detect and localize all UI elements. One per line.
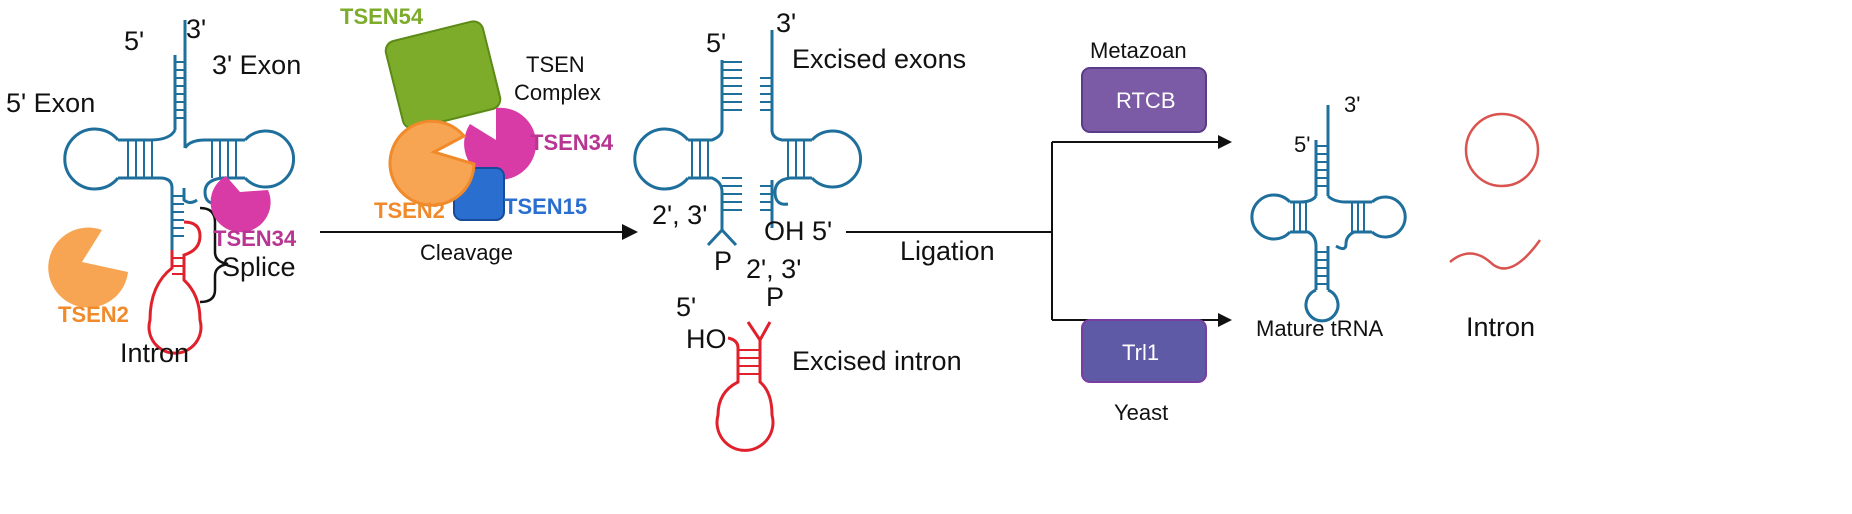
- mature-trna: [1250, 105, 1407, 323]
- excised-5prime: 5': [706, 28, 726, 58]
- precursor-tsen34-label: TSEN34: [213, 226, 297, 251]
- excised-intron-end: 2', 3': [746, 254, 801, 284]
- complex-tsen2-label: TSEN2: [374, 198, 445, 223]
- excised-intron-label: Excised intron: [792, 346, 962, 376]
- mature-5prime: 5': [1294, 132, 1310, 157]
- splice-label: Splice: [222, 252, 296, 282]
- precursor-3prime: 3': [186, 14, 206, 44]
- metazoan-label: Metazoan: [1090, 38, 1187, 63]
- yeast-label: Yeast: [1114, 400, 1168, 425]
- precursor-trna: [63, 20, 295, 250]
- tsen34-protein: [210, 176, 271, 233]
- mature-trna-label: Mature tRNA: [1256, 316, 1383, 341]
- three-exon-label: 3' Exon: [212, 50, 301, 80]
- rtcb-box: [1081, 67, 1207, 133]
- tsen-complex-title-2: Complex: [514, 80, 601, 105]
- excised-exons: [633, 30, 862, 247]
- complex-tsen34-protein: [464, 107, 537, 180]
- excised-intron-5prime: 5': [676, 292, 696, 322]
- complex-tsen34-label: TSEN34: [530, 130, 614, 155]
- precursor-5prime: 5': [124, 26, 144, 56]
- tsen54-protein: [384, 20, 502, 130]
- mature-3prime: 3': [1344, 92, 1360, 117]
- trl1-label: Trl1: [1122, 340, 1159, 365]
- exon-end-left: 2', 3': [652, 200, 707, 230]
- excised-exons-label: Excised exons: [792, 44, 966, 74]
- trl1-box: [1081, 319, 1207, 383]
- tsen-complex-title-1: TSEN: [526, 52, 585, 77]
- exon-end-right: OH 5': [764, 216, 832, 246]
- precursor-intron-label: Intron: [120, 338, 189, 368]
- intron-linear: [1449, 239, 1542, 270]
- five-exon-label: 5' Exon: [6, 88, 95, 118]
- ligation-arrowhead-bottom: [1218, 313, 1232, 327]
- excised-intron-p: P: [766, 282, 784, 312]
- excised-intron: [715, 321, 775, 452]
- precursor-tsen2-label: TSEN2: [58, 302, 129, 327]
- intron-legend-label: Intron: [1466, 312, 1535, 342]
- rtcb-label: RTCB: [1116, 88, 1176, 113]
- tsen15-label: TSEN15: [504, 194, 587, 219]
- ligation-arrows: [846, 141, 1218, 321]
- exon-p-left: P: [714, 246, 732, 276]
- complex-tsen2-protein: [388, 119, 476, 207]
- intron-circle: [1464, 112, 1540, 188]
- excised-intron-ho: HO: [686, 324, 727, 354]
- excised-3prime: 3': [776, 8, 796, 38]
- tsen54-label: TSEN54: [340, 4, 424, 29]
- tsen2-protein: [48, 227, 128, 308]
- cleavage-arrow: [320, 224, 638, 240]
- cleavage-label: Cleavage: [420, 240, 513, 265]
- ligation-arrowhead-top: [1218, 135, 1232, 149]
- precursor-intron: [147, 220, 203, 355]
- ligation-label: Ligation: [900, 236, 995, 266]
